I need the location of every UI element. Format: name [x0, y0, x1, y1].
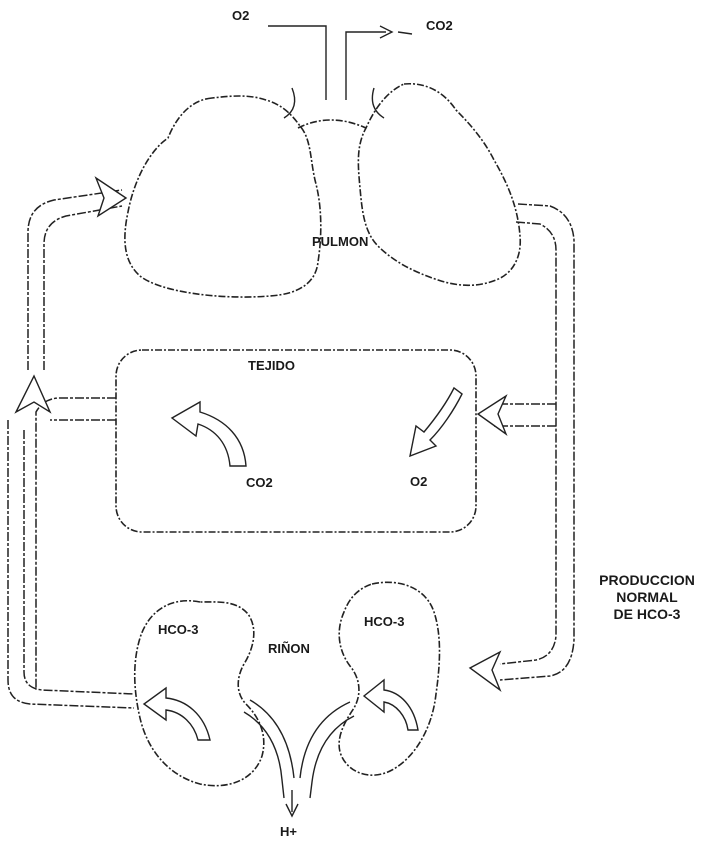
- left-kidney-hco3-arrow: [144, 688, 210, 740]
- tissue-o2-curved-arrow: [410, 388, 462, 456]
- label-co2-out: CO2: [426, 18, 453, 33]
- tissue-co2-curved-arrow: [172, 402, 246, 466]
- label-o2-in: O2: [232, 8, 249, 23]
- side-note: PRODUCCION NORMAL DE HCO-3: [592, 572, 702, 623]
- bronchus-left-curve: [284, 88, 295, 118]
- right-vessel-inner: [500, 222, 556, 664]
- arrow-into-tissue: [478, 396, 506, 434]
- side-note-line1: PRODUCCION: [592, 572, 702, 589]
- left-kidney: [135, 601, 264, 786]
- right-kidney-hco3-arrow: [364, 680, 418, 730]
- label-h-plus: H+: [280, 824, 297, 839]
- kidneys: [135, 582, 440, 785]
- left-lung: [125, 96, 321, 297]
- ureters: [244, 700, 354, 816]
- co2-outflow-line: [346, 32, 386, 100]
- circulation-vessels: [8, 178, 574, 708]
- arrow-into-right-kidney: [470, 652, 500, 690]
- bronchus-right-curve: [372, 88, 384, 118]
- right-kidney: [339, 582, 439, 775]
- label-hco3-right: HCO-3: [364, 614, 404, 629]
- label-rinon: RIÑON: [268, 641, 310, 656]
- label-hco3-left: HCO-3: [158, 622, 198, 637]
- lungs: [125, 84, 520, 297]
- bronchus-bridge: [298, 120, 366, 128]
- label-pulmon: PULMON: [312, 234, 368, 249]
- o2-inflow-line: [268, 26, 326, 100]
- tissue-exit-vessel: [36, 398, 116, 690]
- right-ureter-inner: [300, 702, 350, 778]
- left-vessel-outer-to-lung: [28, 190, 122, 370]
- label-tejido-co2: CO2: [246, 475, 273, 490]
- arrow-into-left-lung: [96, 178, 126, 216]
- left-kidney-vessel-inner: [24, 430, 134, 694]
- right-vessel-outer: [500, 204, 574, 680]
- arrow-up-left-vessel: [16, 376, 50, 412]
- side-note-line3: DE HCO-3: [592, 606, 702, 623]
- right-lung: [358, 84, 520, 286]
- label-tejido-o2: O2: [410, 474, 427, 489]
- left-ureter-outer: [244, 712, 284, 798]
- co2-arrow-tail: [398, 32, 412, 34]
- side-note-line2: NORMAL: [592, 589, 702, 606]
- left-vessel-inner-to-lung: [44, 206, 122, 370]
- left-kidney-vessel-outer: [8, 420, 134, 708]
- label-tejido: TEJIDO: [248, 358, 295, 373]
- airway: [268, 26, 412, 128]
